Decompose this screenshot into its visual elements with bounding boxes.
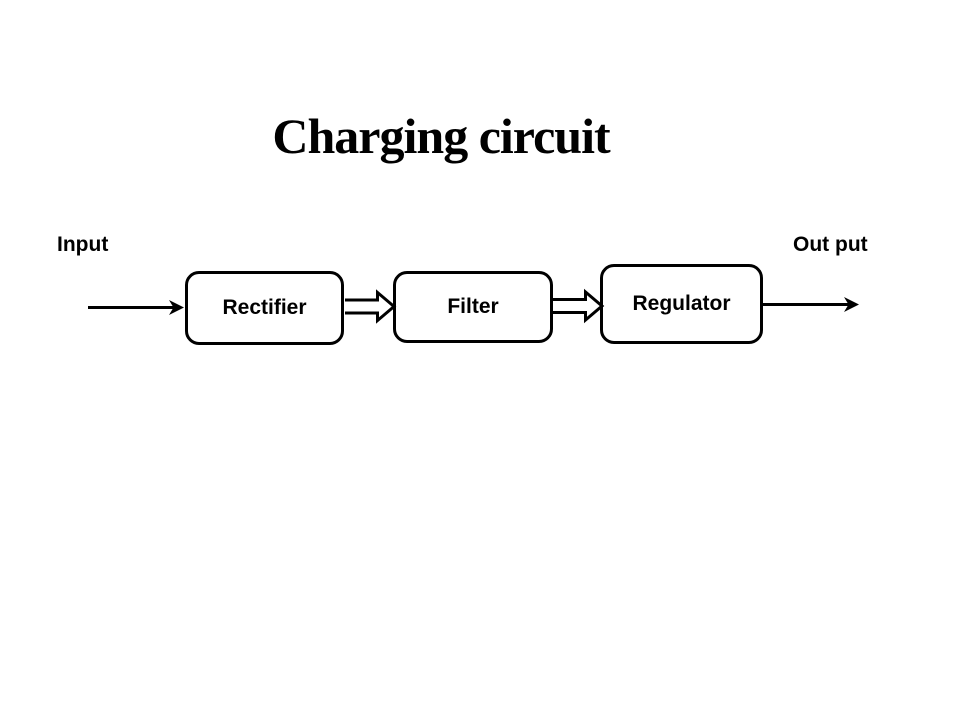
node-filter-label: Filter bbox=[447, 295, 499, 318]
rectifier-to-filter-arrow bbox=[345, 289, 397, 324]
page-title: Charging circuit bbox=[272, 108, 610, 164]
output-label: Out put bbox=[793, 233, 868, 256]
node-rectifier-label: Rectifier bbox=[222, 296, 307, 319]
node-filter: Filter bbox=[393, 271, 553, 343]
input-label: Input bbox=[57, 233, 109, 256]
filter-to-regulator-arrow bbox=[553, 288, 605, 324]
output-arrow bbox=[762, 297, 859, 312]
node-rectifier: Rectifier bbox=[185, 271, 344, 345]
node-regulator-label: Regulator bbox=[632, 292, 731, 315]
input-arrow bbox=[88, 300, 184, 315]
node-regulator: Regulator bbox=[600, 264, 763, 344]
